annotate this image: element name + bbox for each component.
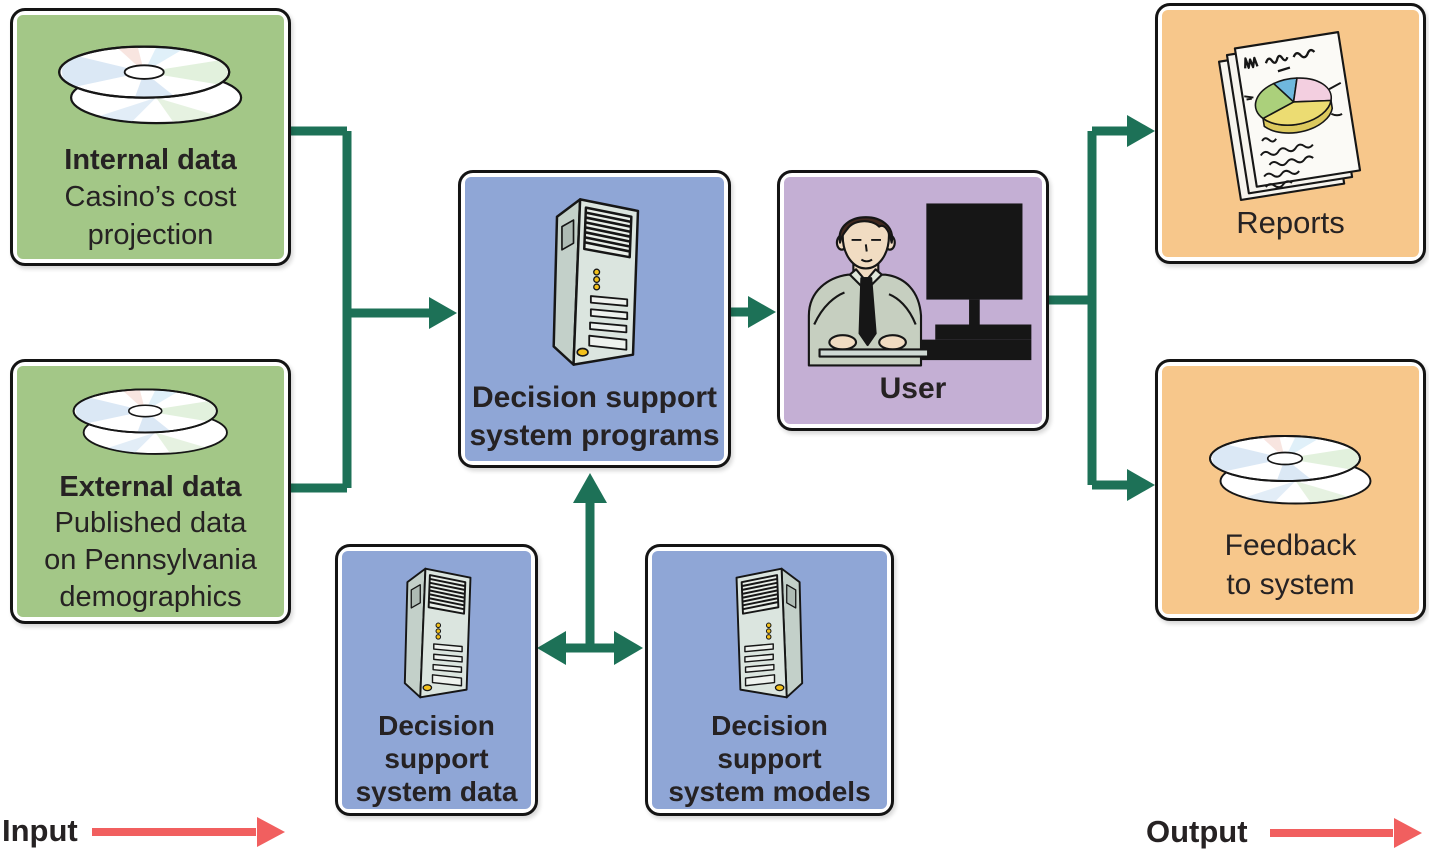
node-external-data: External data Published data on Pennsylv… (10, 359, 291, 624)
node-title: Decision support system programs (469, 381, 720, 452)
node-title: Feedback to system (1224, 529, 1357, 601)
cd-stack-icon (35, 33, 267, 135)
server-tower-icon (718, 559, 822, 707)
user-split-line (1048, 126, 1128, 490)
node-dss-models: Decision support system models (645, 544, 894, 816)
user-at-computer-icon (792, 191, 1034, 369)
arrowhead-to-models (614, 631, 643, 665)
arrowhead-to-data (537, 631, 566, 665)
cd-stack-icon (1177, 424, 1405, 514)
node-title: External data (59, 471, 242, 503)
node-title: Internal data (64, 144, 237, 176)
arrowhead-to-programs (429, 297, 457, 329)
node-feedback: Feedback to system (1155, 359, 1426, 621)
node-title: User (879, 372, 947, 405)
arrowhead-to-reports (1127, 115, 1155, 147)
node-title: Decision support system data (355, 710, 518, 807)
arrowhead-up-to-programs (573, 473, 607, 503)
report-pages-icon (1198, 18, 1384, 210)
node-internal-data: Internal data Casino’s cost projection (10, 8, 291, 266)
arrowhead-to-feedback (1127, 469, 1155, 501)
arrowhead-to-user (748, 296, 776, 328)
input-flow-arrow (92, 817, 285, 847)
server-tower-icon (388, 559, 486, 707)
cd-stack-icon (40, 378, 262, 464)
node-dss-programs: Decision support system programs (458, 170, 731, 468)
server-tower-icon (533, 187, 657, 377)
output-label: Output (1146, 814, 1248, 849)
node-dss-data: Decision support system data (335, 544, 538, 816)
inputs-merge-line (290, 126, 431, 493)
node-reports: Reports (1155, 3, 1426, 264)
node-user: User (777, 170, 1049, 431)
output-flow-arrow (1270, 818, 1422, 848)
node-subtitle: Casino’s cost projection (64, 181, 237, 252)
node-subtitle: Published data on Pennsylvania demograph… (44, 507, 257, 614)
programs-data-models-line (561, 500, 619, 653)
node-title: Decision support system models (668, 710, 871, 807)
input-label: Input (2, 813, 78, 848)
node-title: Reports (1236, 205, 1345, 240)
